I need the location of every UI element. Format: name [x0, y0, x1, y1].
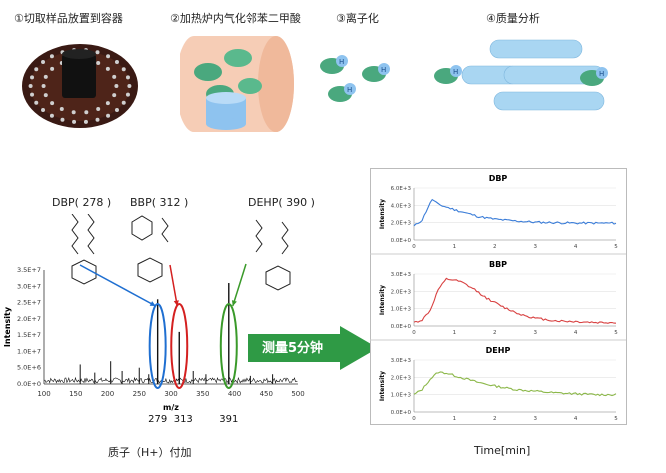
svg-text:H: H: [347, 86, 352, 94]
y-tick-label: 3.0E+3: [391, 272, 412, 278]
y-tick-label: 6.0E+3: [391, 186, 412, 192]
y-tick-label: 5.0E+6: [17, 364, 41, 372]
y-axis-label: Intensity: [379, 371, 386, 401]
y-tick-label: 2.0E+3: [391, 375, 412, 381]
x-tick-label: 0: [412, 416, 416, 422]
x-tick-label: 500: [291, 390, 304, 398]
connector-arrow: [170, 265, 177, 306]
panel-title: BBP: [489, 260, 507, 269]
x-tick-label: 400: [228, 390, 241, 398]
y-tick-label: 1.0E+3: [391, 393, 412, 399]
compound-label-dehp: DEHP( 390 ): [248, 196, 315, 209]
y-tick-label: 0.0E+0: [391, 324, 412, 330]
connector-arrowhead: [232, 300, 237, 306]
x-tick-label: 1: [453, 330, 457, 336]
y-tick-label: 3.5E+7: [17, 266, 41, 274]
peak-mz-label: 391: [219, 414, 238, 424]
caption-time-axis: Time[min]: [474, 444, 530, 457]
compound-label-bbp: BBP( 312 ): [130, 196, 188, 209]
x-tick-label: 100: [37, 390, 50, 398]
y-tick-label: 2.0E+3: [391, 289, 412, 295]
x-tick-label: 1: [453, 244, 457, 250]
x-tick-label: 350: [196, 390, 209, 398]
x-tick-label: 2: [493, 330, 497, 336]
step-1-label: ①切取样品放置到容器: [14, 10, 123, 26]
x-tick-label: 250: [133, 390, 146, 398]
spectrum-baseline: [44, 378, 297, 383]
furnace-illustration: [180, 28, 300, 138]
x-tick-label: 4: [574, 244, 578, 250]
y-tick-label: 1.0E+7: [17, 347, 41, 355]
svg-text:H: H: [599, 70, 604, 78]
y-tick-label: 0.0E+0: [17, 380, 41, 388]
y-tick-label: 3.0E+7: [17, 282, 41, 290]
ionization-illustration: H H H: [318, 50, 398, 112]
y-tick-label: 3.0E+3: [391, 358, 412, 364]
ion-molecule: H: [434, 65, 462, 84]
x-axis-label: m/z: [163, 403, 179, 412]
x-tick-label: 0: [412, 244, 416, 250]
y-tick-label: 0.0E+0: [391, 238, 412, 244]
y-axis-label: Intensity: [379, 199, 386, 229]
x-tick-label: 200: [101, 390, 114, 398]
caption-proton-adduct: 质子（H+）付加: [108, 444, 192, 460]
x-tick-label: 450: [260, 390, 273, 398]
x-tick-label: 3: [533, 330, 537, 336]
x-tick-label: 0: [412, 330, 416, 336]
step-2-label: ②加热炉内气化邻苯二甲酸: [170, 10, 301, 26]
ion-molecule: H: [320, 55, 348, 74]
y-axis-label: Intensity: [3, 306, 12, 347]
panel-title: DBP: [489, 174, 508, 183]
panel-title: DEHP: [486, 346, 511, 355]
compound-label-dbp: DBP( 278 ): [52, 196, 111, 209]
y-tick-label: 2.0E+3: [391, 221, 412, 227]
x-tick-label: 4: [574, 416, 578, 422]
svg-text:H: H: [381, 66, 386, 74]
x-tick-label: 150: [69, 390, 82, 398]
x-tick-label: 2: [493, 244, 497, 250]
y-tick-label: 4.0E+3: [391, 203, 412, 209]
svg-text:H: H: [339, 58, 344, 66]
measure-arrow-label: 测量5分钟: [262, 337, 323, 356]
y-tick-label: 2.5E+7: [17, 299, 41, 307]
x-tick-label: 1: [453, 416, 457, 422]
y-tick-label: 1.5E+7: [17, 331, 41, 339]
peak-mz-label: 313: [174, 414, 193, 424]
svg-text:H: H: [453, 68, 458, 76]
y-axis-label: Intensity: [379, 285, 386, 315]
ion-molecule: H: [328, 83, 356, 102]
x-tick-label: 2: [493, 416, 497, 422]
x-tick-label: 5: [614, 416, 618, 422]
step-4-label: ④质量分析: [486, 10, 540, 26]
sample-tray-image: [20, 36, 140, 128]
connector-arrow: [80, 265, 156, 306]
y-tick-label: 0.0E+0: [391, 410, 412, 416]
x-tick-label: 5: [614, 244, 618, 250]
x-tick-label: 5: [614, 330, 618, 336]
connector-arrow: [233, 264, 246, 306]
x-tick-label: 3: [533, 244, 537, 250]
ion-molecule: H: [362, 63, 390, 82]
y-tick-label: 2.0E+7: [17, 315, 41, 323]
x-tick-label: 4: [574, 330, 578, 336]
peak-mz-label: 279: [148, 414, 167, 424]
y-tick-label: 1.0E+3: [391, 307, 412, 313]
mass-analyzer-illustration: H H: [432, 36, 612, 120]
x-tick-label: 300: [164, 390, 177, 398]
step-3-label: ③离子化: [336, 10, 379, 26]
x-tick-label: 3: [533, 416, 537, 422]
